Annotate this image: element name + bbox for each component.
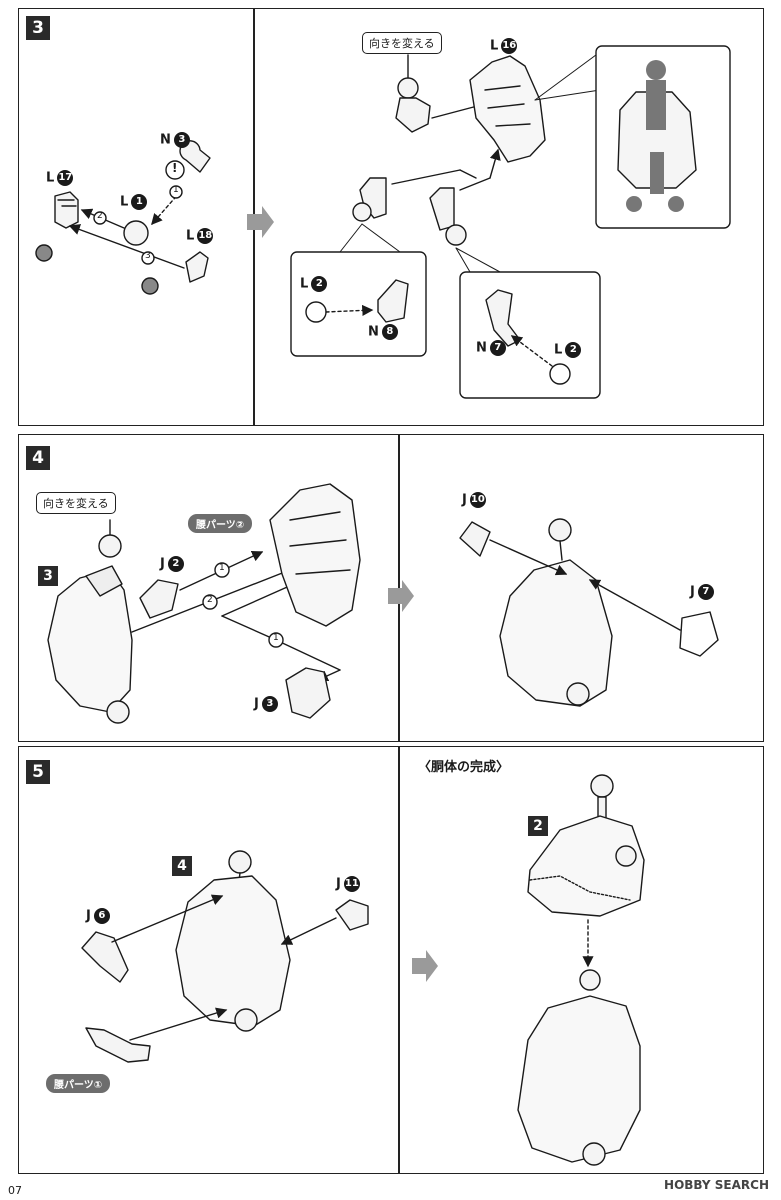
torso-complete-heading: 〈胴体の完成〉 xyxy=(418,760,510,775)
detail-box-n7-l2 xyxy=(459,271,601,399)
waist-part-2 xyxy=(269,483,361,627)
caution-mark: ! xyxy=(172,161,178,175)
completed-part-2-badge: 2 xyxy=(528,816,548,836)
order-number-3: 3 xyxy=(145,251,151,261)
torso-assembly-step4 xyxy=(47,569,133,713)
lower-torso xyxy=(517,995,641,1163)
upper-torso xyxy=(527,815,645,917)
next-step-arrow xyxy=(388,580,414,612)
waist-part-1-pill: 腰パーツ① xyxy=(46,1074,111,1093)
l1-ball xyxy=(123,220,149,246)
rotate-callout: 向きを変える xyxy=(362,32,442,54)
next-step-arrow xyxy=(412,950,438,982)
step-4-badge: 4 xyxy=(26,446,50,470)
rotate-callout: 向きを変える xyxy=(36,492,116,514)
torso-assembly-step4b xyxy=(499,559,613,707)
l17-part xyxy=(54,191,79,229)
step-3-badge: 3 xyxy=(26,16,50,40)
torso-assembly-step5 xyxy=(175,875,291,1027)
order-number-2: 2 xyxy=(97,211,103,221)
order-number-1: 1 xyxy=(173,185,179,195)
waist-part-2-pill: 腰パーツ② xyxy=(188,514,253,533)
caution-circle xyxy=(165,160,185,180)
sub-assembly-4-badge: 4 xyxy=(172,856,192,876)
order-number-1b: 1 xyxy=(273,633,279,643)
watermark: HOBBY SEARCH xyxy=(664,1178,769,1192)
order-number-2: 2 xyxy=(207,595,213,605)
next-step-arrow xyxy=(247,206,274,238)
l16-frame xyxy=(469,55,546,163)
sub-assembly-3-badge: 3 xyxy=(38,566,58,586)
page-number: 07 xyxy=(8,1184,22,1197)
l18-part xyxy=(185,251,209,283)
step-5-divider xyxy=(398,746,400,1174)
order-number-1: 1 xyxy=(219,563,225,573)
step-5-badge: 5 xyxy=(26,760,50,784)
